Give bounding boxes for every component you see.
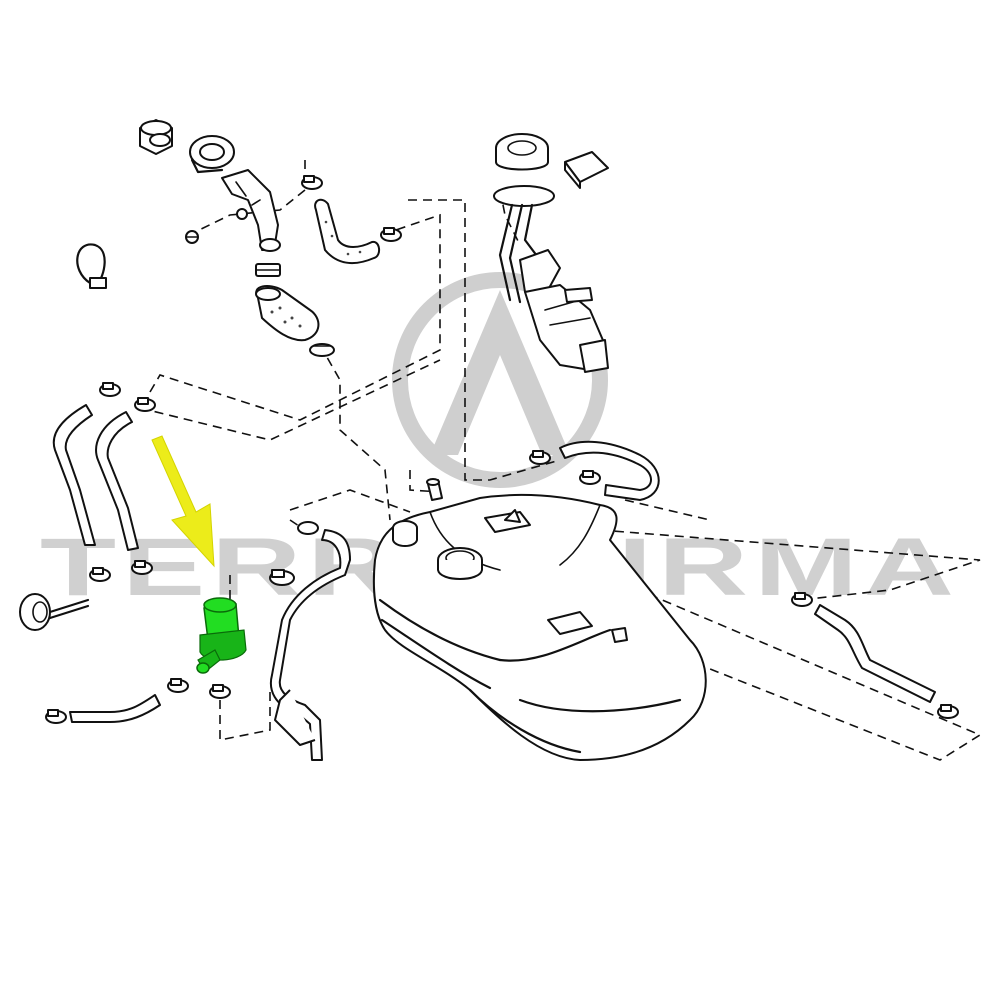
highlighted-canister <box>196 597 247 674</box>
return-hose-right <box>559 440 660 501</box>
clamp-ring <box>309 343 335 357</box>
breather-hose-upper <box>314 198 380 264</box>
pump-gasket <box>564 151 609 189</box>
hose-clamps-left <box>89 382 156 582</box>
vent-hose-left-1 <box>52 404 96 546</box>
tank-filler-opening <box>437 547 483 580</box>
filler-cap <box>139 119 173 155</box>
hose-clamps-mid <box>167 521 319 699</box>
vent-hose-left-2 <box>95 411 139 551</box>
bolt <box>185 208 248 244</box>
hose-clamps-right <box>529 450 959 719</box>
tank-vent-valve <box>392 520 418 547</box>
tank-nipple <box>426 478 443 501</box>
filler-tube <box>221 169 281 252</box>
hose-clamp-small <box>255 263 281 277</box>
filler-hose-upper <box>255 285 320 342</box>
grommet-cap <box>19 593 90 631</box>
filler-neck-seal <box>189 135 235 174</box>
lock-ring <box>495 133 549 171</box>
band-clamp <box>76 243 107 289</box>
fuel-feed-pipe <box>270 529 351 761</box>
vent-hose-right <box>814 604 936 703</box>
fuel-pump-module <box>493 185 609 373</box>
vent-hose-bottom-left <box>45 694 161 724</box>
hose-clamp-top <box>301 175 402 242</box>
yellow-arrow <box>151 435 215 568</box>
